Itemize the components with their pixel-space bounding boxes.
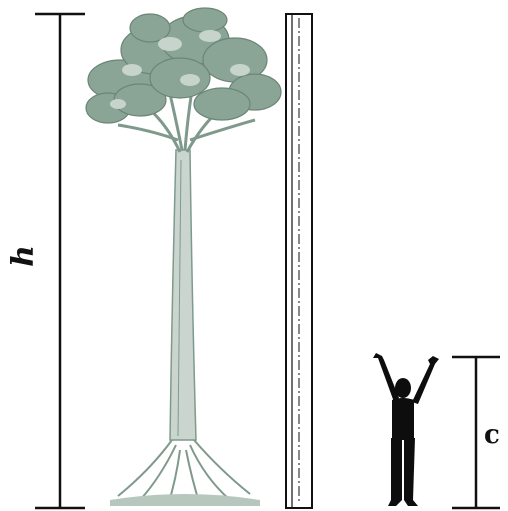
c-label: c xyxy=(484,420,500,450)
measuring-pole xyxy=(286,14,312,508)
tree-illustration xyxy=(86,8,281,506)
tree-trunk xyxy=(170,150,196,440)
h-label: h xyxy=(4,236,44,276)
person-silhouette xyxy=(373,353,439,506)
